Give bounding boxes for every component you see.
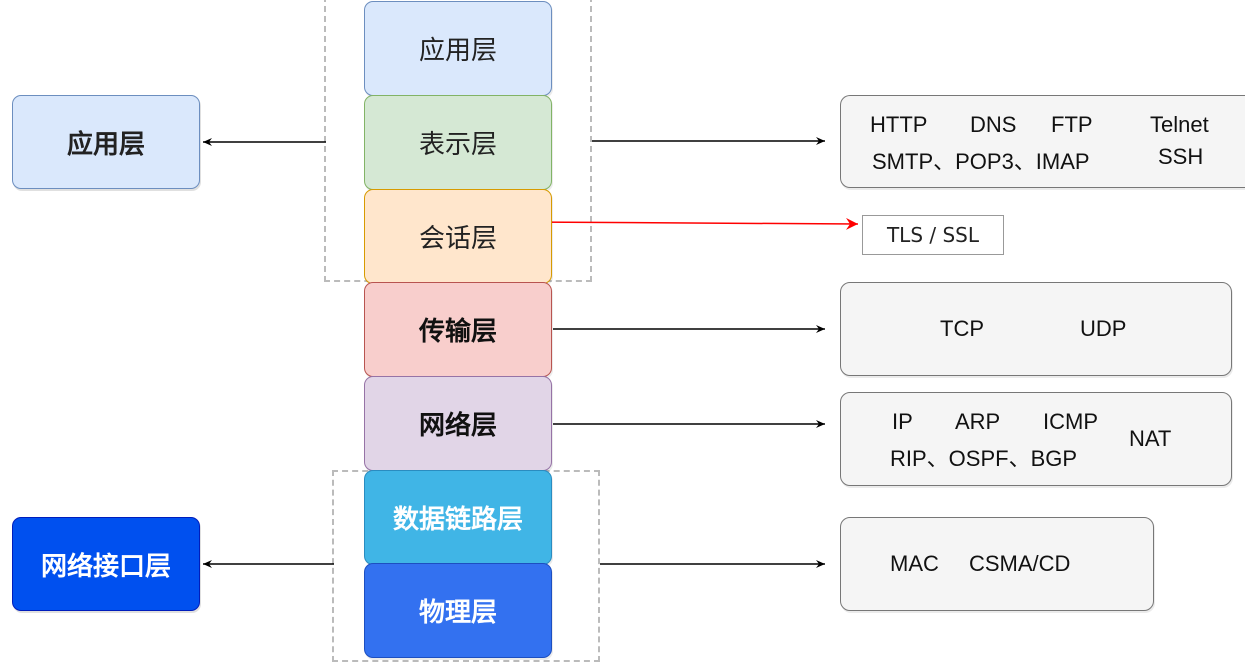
- application-protocols-box: [840, 95, 1245, 188]
- protocol-mac: MAC: [890, 551, 939, 576]
- osi-datalink-layer: 数据链路层: [364, 470, 552, 565]
- osi-session-layer: 会话层: [364, 189, 552, 284]
- protocol-csma-cd: CSMA/CD: [969, 551, 1071, 576]
- osi-presentation-layer-label: 表示层: [418, 130, 497, 160]
- osi-physical-layer: 物理层: [364, 563, 552, 658]
- protocol-tls-ssl: TLS / SSL: [886, 223, 980, 247]
- link-protocols-box: [840, 517, 1154, 611]
- osi-physical-layer-label: 物理层: [418, 598, 497, 628]
- osi-presentation-layer: 表示层: [364, 95, 552, 190]
- protocol-udp: UDP: [1080, 316, 1127, 341]
- protocol-dns: DNS: [970, 112, 1017, 137]
- protocol-arp: ARP: [955, 409, 1001, 434]
- osi-transport-layer: 传输层: [364, 282, 552, 377]
- protocol-http: HTTP: [870, 112, 928, 137]
- tls-ssl-label-box: TLS / SSL: [862, 215, 1004, 255]
- arrow-to-tls-ssl: [519, 217, 859, 230]
- protocol-icmp: ICMP: [1043, 409, 1098, 434]
- protocol-telnet: Telnet: [1150, 112, 1209, 137]
- tcpip-application-layer-box: 应用层: [12, 95, 200, 189]
- protocol-rip-ospf-bgp: RIP、OSPF、BGP: [890, 446, 1078, 471]
- osi-application-layer-label: 应用层: [418, 36, 497, 66]
- transport-protocols-box: [840, 282, 1232, 376]
- network-protocols-box: [840, 392, 1232, 486]
- tcpip-network-interface-layer-box: 网络接口层: [12, 517, 200, 611]
- protocol-ip: IP: [892, 409, 913, 434]
- osi-session-layer-label: 会话层: [418, 224, 497, 254]
- protocol-nat: NAT: [1129, 426, 1172, 451]
- protocol-ftp: FTP: [1051, 112, 1093, 137]
- protocol-ssh: SSH: [1158, 144, 1204, 169]
- tcpip-network-interface-layer-label: 网络接口层: [40, 551, 171, 582]
- protocol-smtp-pop3-imap: SMTP、POP3、IMAP: [872, 149, 1090, 174]
- osi-application-layer: 应用层: [364, 1, 552, 96]
- tcpip-application-layer-label: 应用层: [66, 129, 145, 160]
- osi-transport-layer-label: 传输层: [418, 317, 497, 347]
- osi-datalink-layer-label: 数据链路层: [392, 505, 523, 535]
- osi-network-layer-label: 网络层: [418, 411, 497, 441]
- osi-network-layer: 网络层: [364, 376, 552, 471]
- protocol-tcp: TCP: [940, 316, 984, 341]
